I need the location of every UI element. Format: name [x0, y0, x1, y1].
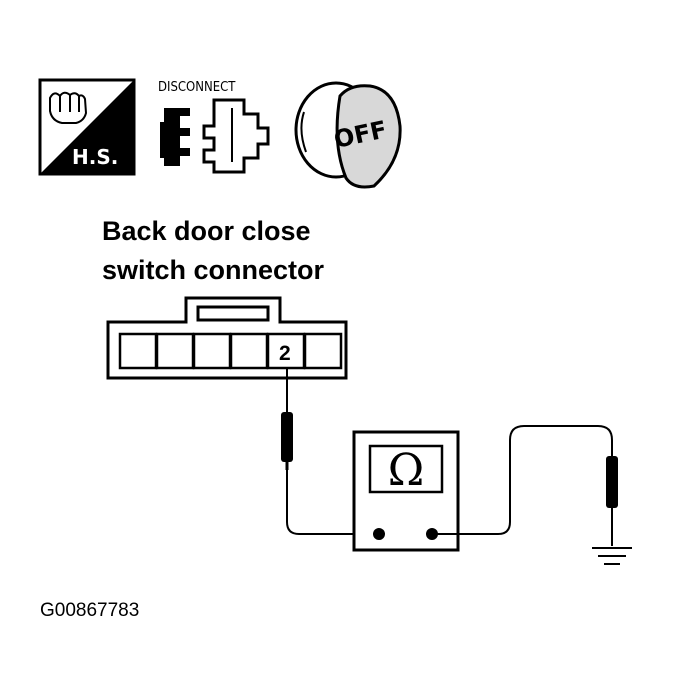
terminal-cell: [118, 332, 158, 370]
terminal-cell: [303, 332, 343, 370]
hs-label: H.S.: [72, 145, 118, 169]
connector-title-line1: Back door close: [102, 216, 311, 246]
ground-icon: [592, 547, 632, 565]
meter-display: [368, 444, 444, 494]
ohmmeter: Ω: [352, 430, 460, 552]
connector-title-line2: switch connector: [102, 255, 325, 285]
figure-id: G00867783: [40, 600, 139, 621]
meter-terminal-left: [373, 528, 385, 540]
hs-icon: H.S.: [38, 78, 136, 176]
disconnect-icon: DISCONNECT: [158, 80, 270, 174]
connector: 2: [106, 296, 348, 380]
disconnect-label: DISCONNECT: [158, 80, 236, 95]
hand-icon: [49, 91, 88, 124]
terminal-cell-2: [266, 332, 306, 370]
left-lead-wire: [286, 470, 379, 535]
right-probe: [606, 456, 618, 546]
pin-label: 2: [279, 342, 291, 365]
terminal-cell: [155, 332, 195, 370]
ignition-off-icon: OFF: [294, 81, 402, 189]
terminal-cell: [192, 332, 232, 370]
right-lead-wire: [432, 425, 613, 535]
terminal-cell: [229, 332, 269, 370]
ohm-symbol: Ω: [388, 445, 424, 496]
left-probe: [281, 368, 293, 470]
